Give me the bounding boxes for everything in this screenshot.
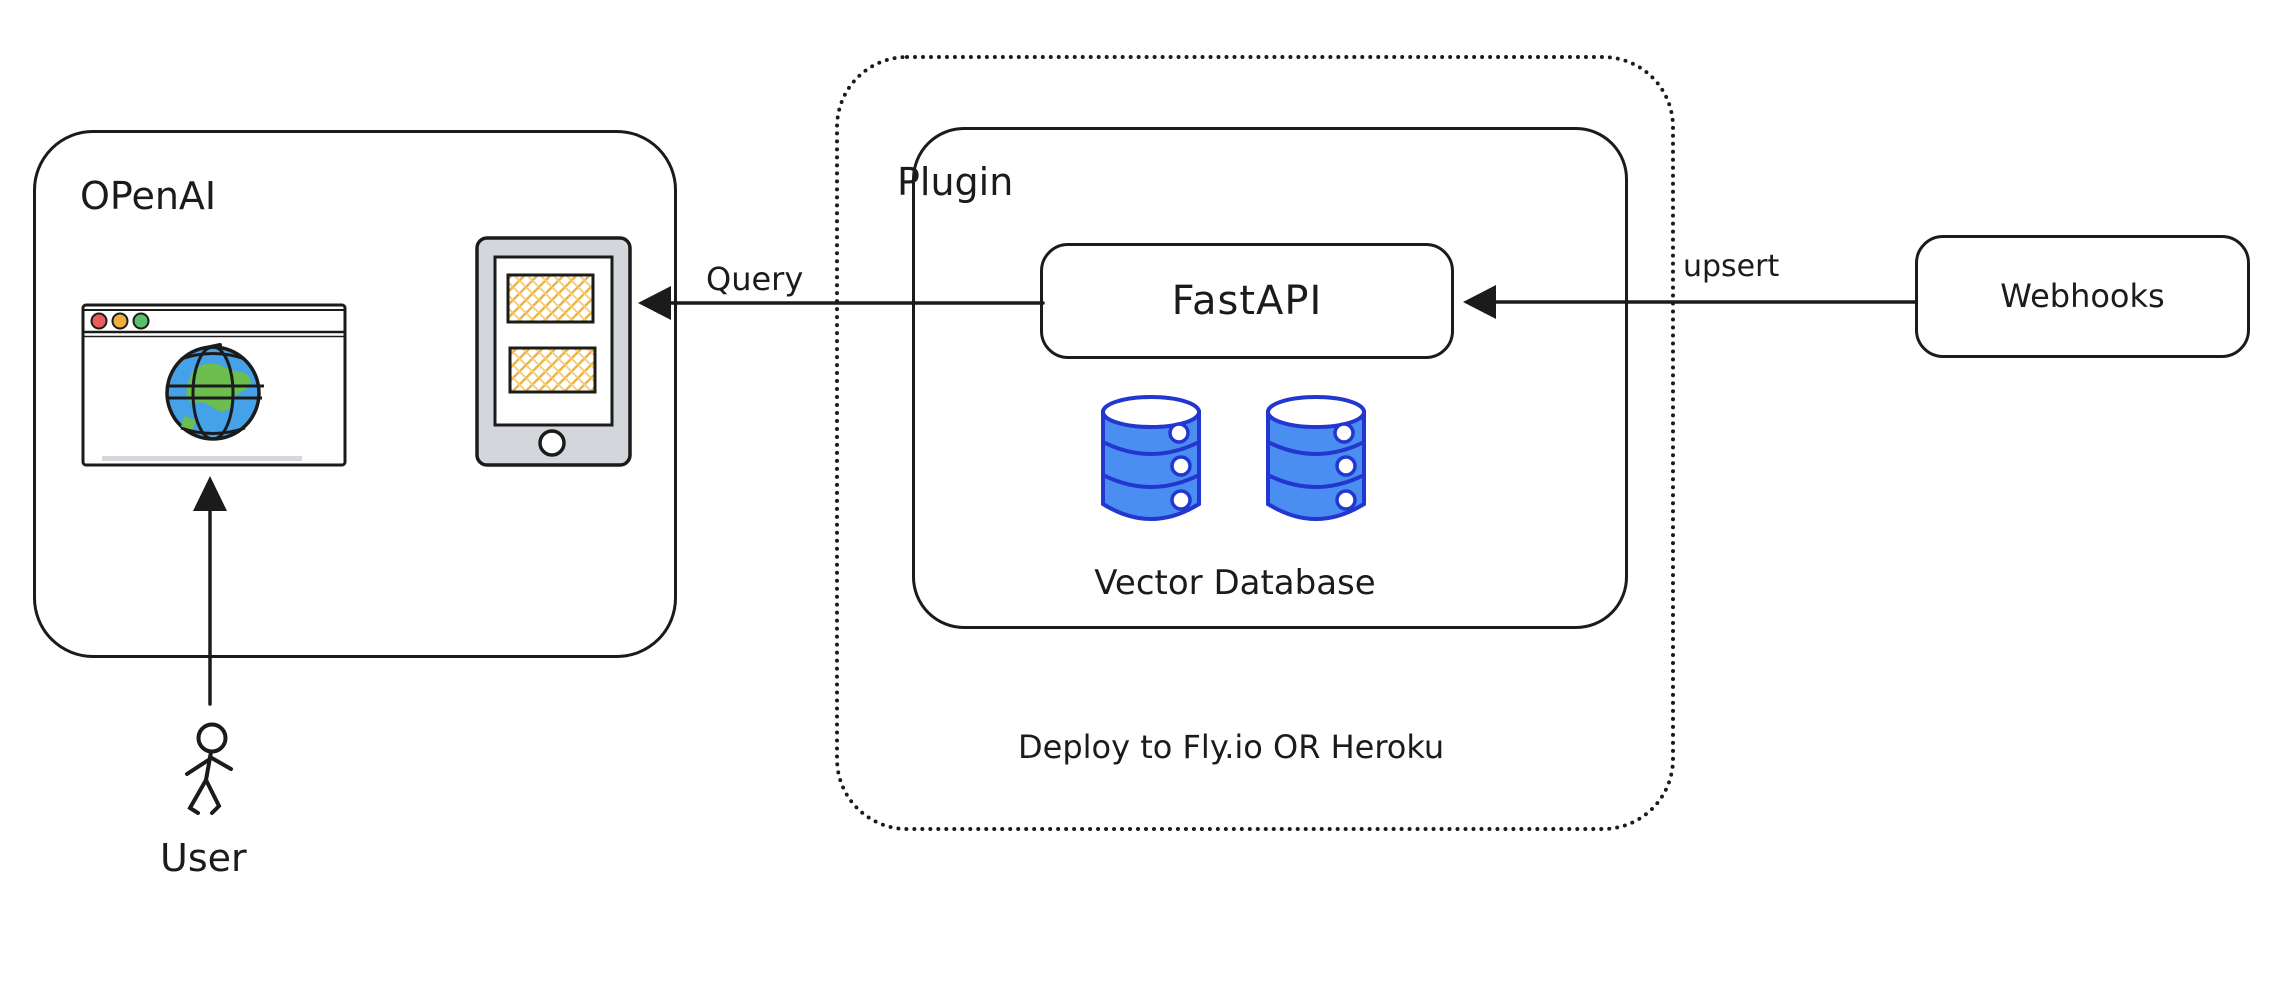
screen-card-bottom [508, 346, 597, 394]
query-edge-label: Query [706, 260, 804, 298]
traffic-light-red-icon [90, 312, 108, 330]
db-notch-3 [1335, 489, 1357, 511]
globe-land-small [181, 416, 196, 431]
deploy-container [835, 55, 1675, 831]
browser-bottom-shade [102, 456, 302, 461]
screen-card-top [506, 273, 595, 324]
tablet-icon [475, 236, 632, 467]
globe-icon [165, 343, 264, 441]
figure-arm-left [185, 757, 212, 776]
db-divider-1 [1267, 440, 1365, 456]
db-notch-3 [1170, 489, 1192, 511]
db-top [1266, 395, 1366, 429]
db-notch-2 [1335, 455, 1357, 477]
figure-arm-right [208, 755, 233, 771]
db-divider-2 [1267, 473, 1365, 489]
figure-leg-right [204, 778, 222, 815]
openai-box [33, 130, 677, 658]
home-button-icon [538, 429, 566, 457]
db-top [1101, 395, 1201, 429]
database-cylinder-icon-left [1101, 395, 1201, 521]
db-divider-1 [1102, 440, 1200, 456]
figure-leg-left [187, 778, 208, 815]
webhooks-label: Webhooks [2000, 276, 2165, 315]
plugin-label: Plugin [897, 160, 1014, 204]
plugin-box [912, 127, 1628, 629]
upsert-edge-label: upsert [1683, 249, 1780, 284]
db-divider-2 [1102, 473, 1200, 489]
user-label: User [160, 836, 247, 880]
browser-window-icon [81, 303, 347, 467]
globe-pole-scribble [204, 343, 222, 350]
globe-arc-top [180, 352, 246, 361]
fastapi-label: FastAPI [1171, 278, 1323, 324]
db-notch-1 [1333, 422, 1355, 444]
globe-arc-bottom [180, 426, 246, 435]
vector-database-label: Vector Database [1094, 563, 1376, 603]
fastapi-box [1040, 243, 1454, 359]
openai-label: OPenAI [80, 174, 217, 218]
stick-figure-icon [185, 722, 233, 815]
db-notch-2 [1170, 455, 1192, 477]
deploy-note-label: Deploy to Fly.io OR Heroku [1018, 728, 1445, 766]
webhooks-box [1915, 235, 2250, 358]
traffic-light-amber-icon [111, 312, 129, 330]
database-cylinder-icon-right [1266, 395, 1366, 521]
figure-head [196, 722, 228, 754]
db-notch-1 [1168, 422, 1190, 444]
traffic-light-green-icon [132, 312, 150, 330]
